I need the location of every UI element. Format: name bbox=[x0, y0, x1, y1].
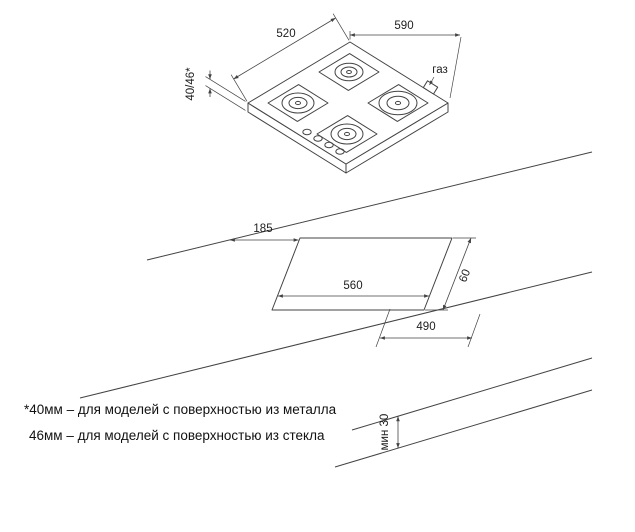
burner-right-large bbox=[378, 90, 418, 116]
dim-min-clearance-label: мин 30 bbox=[379, 414, 391, 451]
control-knob bbox=[302, 128, 312, 136]
dim-hob-depth bbox=[230, 13, 350, 102]
burner-plate bbox=[367, 84, 429, 122]
dim-cutout-depth-label: 490 bbox=[416, 321, 435, 333]
burner-plate bbox=[267, 84, 329, 122]
footnote-line-2: 46мм – для моделей с поверхностью из сте… bbox=[29, 428, 325, 443]
dim-cutout-width-label: 560 bbox=[343, 280, 362, 292]
dim-hob-width bbox=[349, 31, 462, 99]
hob-top-view: 520 590 40/46* газ bbox=[185, 13, 462, 174]
hob-bottom-clearance-line bbox=[351, 357, 593, 431]
footnote-line-1: *40мм – для моделей с поверхностью из ме… bbox=[24, 402, 337, 417]
gas-connection-stub bbox=[422, 80, 439, 95]
hob-surface bbox=[247, 41, 449, 165]
footnote-block: *40мм – для моделей с поверхностью из ме… bbox=[24, 402, 337, 443]
burner-plate bbox=[316, 115, 378, 153]
worktop-front-edge bbox=[79, 271, 593, 399]
cutout-opening bbox=[271, 237, 453, 311]
worktop-bottom-edge bbox=[334, 389, 593, 468]
dim-hob-height bbox=[205, 70, 246, 111]
worktop-cutout-view: 185 560 60 490 мин 30 bbox=[79, 151, 593, 468]
burner-left bbox=[281, 92, 315, 114]
dim-hob-depth-label: 520 bbox=[276, 28, 295, 40]
dim-side-clearance-label: 60 bbox=[457, 268, 473, 284]
dim-hob-width-label: 590 bbox=[394, 20, 413, 32]
gas-label: газ bbox=[432, 64, 447, 76]
burner-front bbox=[330, 123, 364, 145]
control-knob bbox=[313, 135, 323, 142]
dim-back-offset-label: 185 bbox=[253, 223, 272, 235]
control-knob bbox=[324, 141, 334, 149]
dim-side-clearance bbox=[425, 237, 476, 311]
dim-hob-height-label: 40/46* bbox=[185, 67, 197, 101]
control-knobs bbox=[302, 128, 345, 155]
worktop-back-edge bbox=[146, 151, 593, 261]
control-knob bbox=[335, 148, 345, 155]
dim-cutout-depth bbox=[375, 308, 481, 348]
gas-leader-line bbox=[429, 76, 435, 86]
